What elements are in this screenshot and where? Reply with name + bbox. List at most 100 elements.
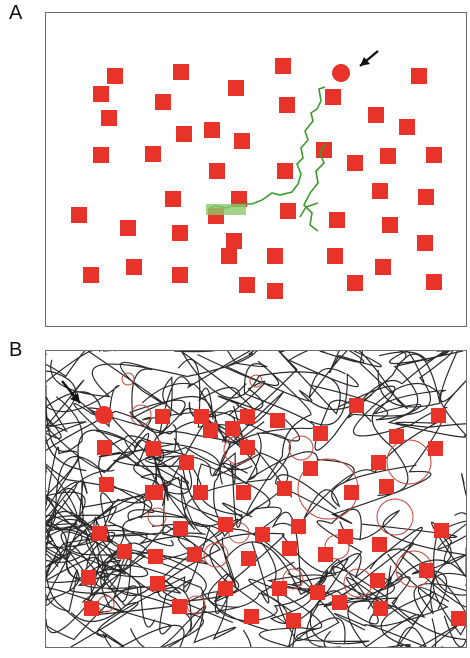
trajectory-b: [50, 351, 286, 398]
trajectory-b: [314, 351, 466, 451]
target-square-a: [172, 267, 188, 283]
target-square-a: [126, 259, 142, 275]
target-square-b: [179, 455, 194, 470]
target-square-b: [318, 547, 333, 562]
trajectory-b: [162, 412, 291, 530]
target-square-b: [310, 585, 325, 600]
start-marker-b: [95, 406, 113, 424]
target-square-a: [418, 189, 434, 205]
target-square-a: [399, 119, 415, 135]
trajectory-b: [129, 532, 292, 647]
target-square-b: [270, 413, 285, 428]
target-square-a: [228, 80, 244, 96]
target-square-b: [428, 441, 443, 456]
trajectory-b: [346, 576, 466, 647]
search-ring-b: [282, 568, 304, 590]
target-square-a: [417, 235, 433, 251]
target-square-b: [225, 421, 240, 436]
target-square-b: [236, 485, 251, 500]
target-square-b: [84, 601, 99, 616]
target-square-b: [286, 613, 301, 628]
target-square-b: [434, 523, 449, 538]
target-square-b: [332, 595, 347, 610]
search-ring-b: [376, 498, 414, 536]
target-square-b: [187, 547, 202, 562]
trajectory-b: [46, 476, 211, 638]
target-square-b: [370, 573, 385, 588]
target-square-a: [347, 275, 363, 291]
target-square-b: [240, 440, 255, 455]
trajectory-b: [46, 492, 145, 612]
target-square-b: [240, 409, 255, 424]
target-square-a: [279, 97, 295, 113]
trajectory-b: [303, 421, 466, 520]
search-ring-b: [249, 374, 263, 388]
start-marker-a: [332, 64, 350, 82]
trajectory-b: [309, 351, 464, 421]
target-square-a: [83, 267, 99, 283]
target-square-a: [145, 146, 161, 162]
target-square-a: [380, 148, 396, 164]
target-square-b: [282, 541, 297, 556]
target-square-b: [81, 570, 96, 585]
search-ring-b: [228, 522, 250, 544]
trajectory-b: [337, 385, 466, 496]
trajectory-b: [46, 358, 236, 519]
target-square-b: [277, 481, 292, 496]
trajectory-b: [295, 558, 399, 645]
target-square-b: [313, 426, 328, 441]
target-square-b: [303, 461, 318, 476]
trajectory-b: [46, 421, 87, 532]
target-square-a: [107, 68, 123, 84]
target-square-a: [426, 147, 442, 163]
search-ring-b: [386, 439, 432, 485]
target-square-b: [372, 537, 387, 552]
target-square-b: [97, 440, 112, 455]
target-square-b: [172, 599, 187, 614]
trajectory-b: [347, 351, 454, 419]
trajectory-b: [248, 576, 395, 647]
target-square-a: [204, 122, 220, 138]
target-square-a: [316, 142, 332, 158]
target-square-a: [165, 191, 181, 207]
trajectory-b: [339, 509, 466, 615]
target-square-b: [203, 423, 218, 438]
target-square-a: [226, 233, 242, 249]
trajectory-b: [46, 552, 125, 647]
trajectory-b: [46, 514, 252, 647]
trajectory-b: [277, 526, 423, 642]
target-square-a: [239, 277, 255, 293]
panel-b-plot: [46, 351, 466, 647]
target-square-a: [155, 94, 171, 110]
target-square-b: [379, 479, 394, 494]
target-square-b: [272, 581, 287, 596]
trajectory-b: [308, 351, 408, 410]
search-ring-b: [130, 404, 152, 426]
search-ring-b: [203, 542, 229, 568]
search-ring-b: [121, 372, 135, 386]
panel-a: [45, 12, 467, 327]
trajectory-b: [133, 424, 189, 506]
target-square-b: [145, 485, 160, 500]
trajectory-b: [46, 351, 116, 439]
target-square-b: [117, 544, 132, 559]
target-square-a: [101, 110, 117, 126]
trajectory-b: [129, 375, 232, 446]
target-square-b: [194, 409, 209, 424]
target-square-b: [451, 611, 466, 626]
panel-a-label: A: [9, 2, 23, 24]
target-square-a: [426, 274, 442, 290]
target-square-b: [173, 521, 188, 536]
target-square-a: [267, 248, 283, 264]
target-square-b: [349, 398, 364, 413]
trajectory-b: [361, 512, 466, 636]
trajectory-b: [69, 518, 239, 596]
target-square-b: [150, 576, 165, 591]
target-square-a: [277, 163, 293, 179]
trajectory-b: [98, 524, 207, 647]
target-square-b: [92, 526, 107, 541]
target-square-a: [176, 126, 192, 142]
target-square-a: [368, 107, 384, 123]
trajectory-b: [271, 511, 449, 627]
target-square-b: [338, 529, 353, 544]
